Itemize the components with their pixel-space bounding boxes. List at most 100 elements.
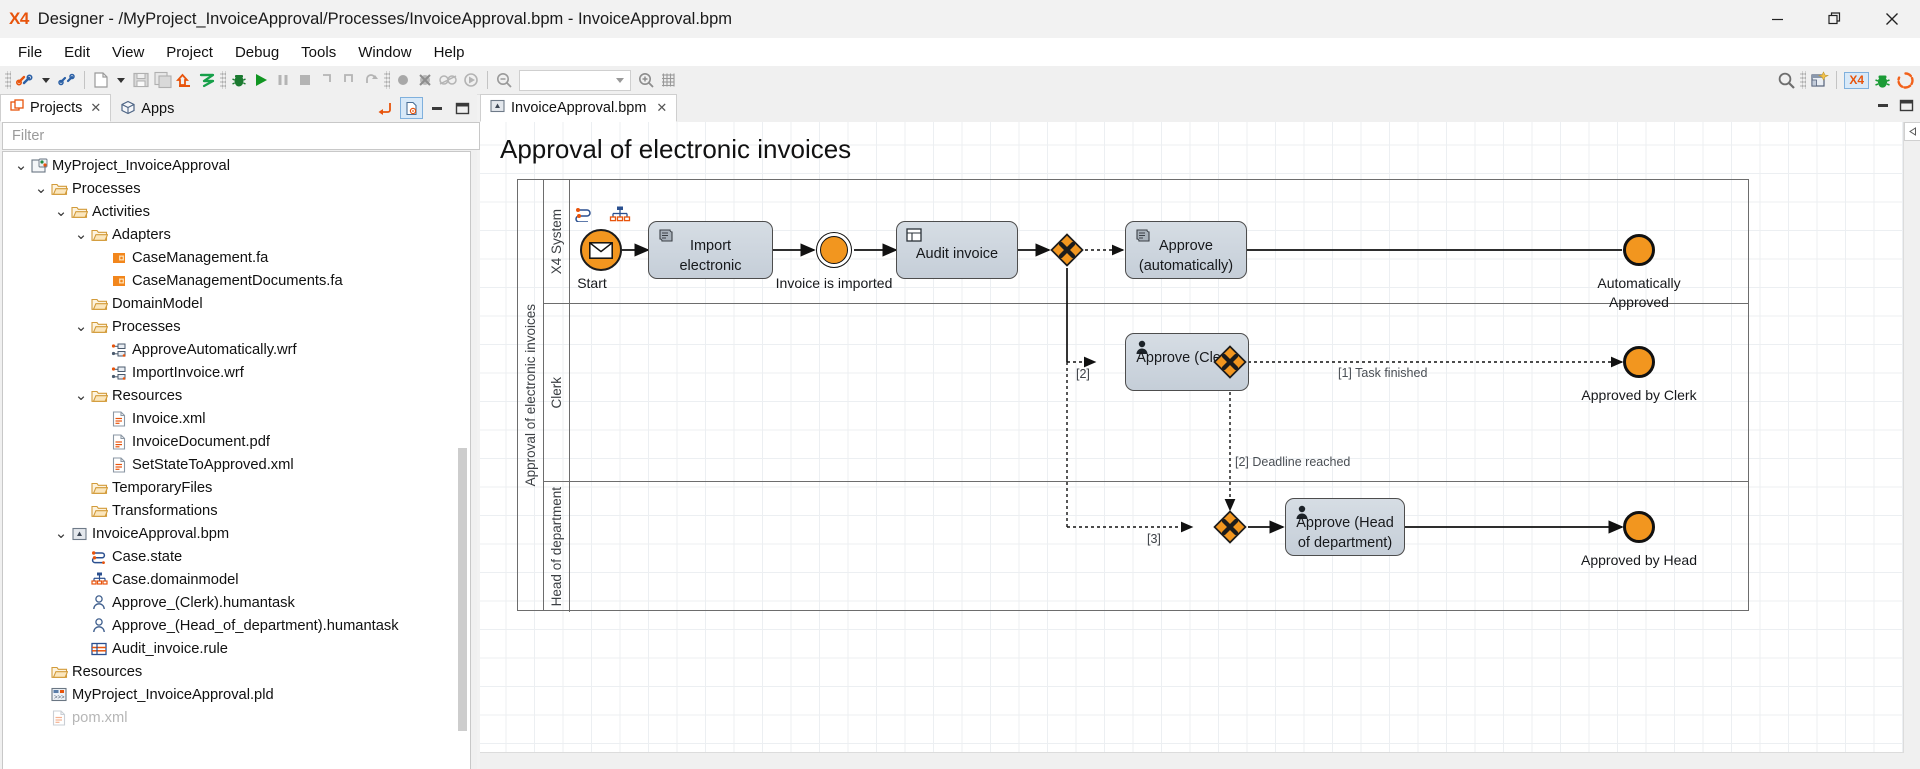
tree-item[interactable]: CaseManagementDocuments.fa <box>3 269 453 292</box>
x4-perspective-badge[interactable]: X4 <box>1844 71 1869 89</box>
minimize-panel-icon[interactable] <box>427 98 448 118</box>
tree-item[interactable]: TemporaryFiles <box>3 476 453 499</box>
dropdown-caret-icon[interactable] <box>37 68 55 92</box>
grid-icon[interactable] <box>657 68 679 92</box>
chevron-down-icon[interactable]: ⌄ <box>34 179 48 197</box>
new-file-icon[interactable] <box>90 68 112 92</box>
menu-view[interactable]: View <box>112 43 145 61</box>
tree-scrollbar[interactable] <box>456 153 469 769</box>
tree-item[interactable]: InvoiceDocument.pdf <box>3 430 453 453</box>
tree-item[interactable]: ⌄InvoiceApproval.bpm <box>3 522 453 545</box>
tree-item[interactable]: CaseManagement.fa <box>3 246 453 269</box>
end-event-approved-by-clerk[interactable] <box>1623 346 1655 378</box>
start-event[interactable] <box>580 229 622 271</box>
lane-clerk[interactable]: Clerk <box>544 304 1749 482</box>
stop-icon[interactable] <box>294 68 316 92</box>
undeploy-icon[interactable] <box>196 68 218 92</box>
pause-icon[interactable] <box>272 68 294 92</box>
tree-scroll-thumb[interactable] <box>458 448 467 731</box>
collapse-all-icon[interactable] <box>375 98 396 118</box>
toolbar-grip[interactable] <box>5 71 11 89</box>
new-link-icon[interactable] <box>13 68 37 92</box>
tree-item[interactable]: ⌄Processes <box>3 315 453 338</box>
task-import-electronic-invoice[interactable]: Import electronic invoice <box>648 221 773 279</box>
menu-window[interactable]: Window <box>358 43 412 61</box>
close-icon[interactable]: ✕ <box>90 100 102 115</box>
save-icon[interactable] <box>130 68 152 92</box>
scroll-arrow-icon[interactable] <box>1904 122 1920 141</box>
toolbar-grip[interactable] <box>384 71 390 89</box>
menu-file[interactable]: File <box>18 43 43 61</box>
chevron-down-icon[interactable]: ⌄ <box>14 156 28 174</box>
pool-approval[interactable]: Approval of electronic invoices X4 Syste… <box>517 179 1749 612</box>
end-event-approved-by-head[interactable] <box>1623 511 1655 543</box>
task-approve-automatically[interactable]: Approve (automatically) <box>1125 221 1247 279</box>
tab-invoiceapproval-bpm[interactable]: InvoiceApproval.bpm ✕ <box>480 94 678 122</box>
task-audit-invoice[interactable]: Audit invoice <box>896 221 1018 279</box>
menu-debug[interactable]: Debug <box>234 43 280 61</box>
link-with-editor-icon[interactable] <box>400 97 423 119</box>
exclusive-gateway-3[interactable] <box>1213 510 1247 544</box>
step-return-icon[interactable] <box>360 68 382 92</box>
tree-item[interactable]: Case.state <box>3 545 453 568</box>
tree-item[interactable]: ⌄Resources <box>3 384 453 407</box>
skip-breakpoints-icon[interactable] <box>436 68 460 92</box>
tree-item[interactable]: ⌄Activities <box>3 200 453 223</box>
save-all-icon[interactable] <box>152 68 174 92</box>
run-icon[interactable] <box>250 68 272 92</box>
chevron-down-icon[interactable]: ⌄ <box>54 524 68 542</box>
zoom-level-combo[interactable] <box>519 69 631 91</box>
tree-item[interactable]: Case.domainmodel <box>3 568 453 591</box>
remove-breakpoint-icon[interactable] <box>414 68 436 92</box>
filter-input[interactable]: Filter <box>2 122 480 150</box>
step-into-icon[interactable] <box>338 68 360 92</box>
maximize-panel-icon[interactable] <box>452 98 473 118</box>
tree-item[interactable]: Resources <box>3 660 453 683</box>
chevron-down-icon[interactable]: ⌄ <box>74 317 88 335</box>
lane-head-of-department[interactable]: Head of department <box>544 482 1749 612</box>
close-button[interactable] <box>1863 0 1920 38</box>
lane-x4-system[interactable]: X4 System <box>544 180 1749 304</box>
zoom-out-icon[interactable] <box>493 68 515 92</box>
deploy-icon[interactable] <box>174 68 196 92</box>
step-over-icon[interactable] <box>316 68 338 92</box>
chevron-down-icon[interactable]: ⌄ <box>74 386 88 404</box>
canvas-vertical-scrollbar[interactable] <box>1903 122 1920 752</box>
toolbar-grip[interactable] <box>220 71 226 89</box>
tree-item[interactable]: Invoice.xml <box>3 407 453 430</box>
project-tree[interactable]: ⌄MyProject_InvoiceApproval⌄Processes⌄Act… <box>2 151 471 769</box>
tree-item[interactable]: DomainModel <box>3 292 453 315</box>
breakpoint-icon[interactable] <box>392 68 414 92</box>
exclusive-gateway-1[interactable] <box>1050 233 1084 267</box>
toolbar-grip[interactable] <box>1800 71 1807 89</box>
minimize-editor-icon[interactable] <box>1876 98 1891 118</box>
tree-item[interactable]: SetStateToApproved.xml <box>3 453 453 476</box>
tree-item[interactable]: Transformations <box>3 499 453 522</box>
tree-item[interactable]: >>>MyProject_InvoiceApproval.pld <box>3 683 453 706</box>
broken-link-icon[interactable] <box>55 68 79 92</box>
task-approve-head-of-department[interactable]: Approve (Head of department) <box>1285 498 1405 556</box>
tree-item[interactable]: ImportInvoice.wrf <box>3 361 453 384</box>
tree-item[interactable]: Approve_(Head_of_department).humantask <box>3 614 453 637</box>
exclusive-gateway-2[interactable] <box>1213 345 1247 379</box>
maximize-editor-icon[interactable] <box>1899 98 1914 118</box>
minimize-button[interactable] <box>1749 0 1806 38</box>
chevron-down-icon[interactable]: ⌄ <box>54 202 68 220</box>
debug-bug-icon[interactable] <box>228 68 250 92</box>
menu-tools[interactable]: Tools <box>301 43 337 61</box>
zoom-in-icon[interactable] <box>635 68 657 92</box>
perspective-icon[interactable] <box>1808 68 1831 92</box>
resume-icon[interactable] <box>460 68 482 92</box>
tab-apps[interactable]: Apps <box>111 96 183 122</box>
menu-help[interactable]: Help <box>433 43 465 61</box>
restore-button[interactable] <box>1806 0 1863 38</box>
dropdown-caret-icon[interactable] <box>112 68 130 92</box>
tree-item[interactable]: ApproveAutomatically.wrf <box>3 338 453 361</box>
refresh-icon[interactable] <box>1894 68 1917 92</box>
search-icon[interactable] <box>1775 68 1798 92</box>
chevron-down-icon[interactable]: ⌄ <box>74 225 88 243</box>
tree-item[interactable]: Audit_invoice.rule <box>3 637 453 660</box>
end-event-automatically-approved[interactable] <box>1623 234 1655 266</box>
menu-edit[interactable]: Edit <box>64 43 91 61</box>
tab-projects[interactable]: Projects ✕ <box>0 94 112 122</box>
